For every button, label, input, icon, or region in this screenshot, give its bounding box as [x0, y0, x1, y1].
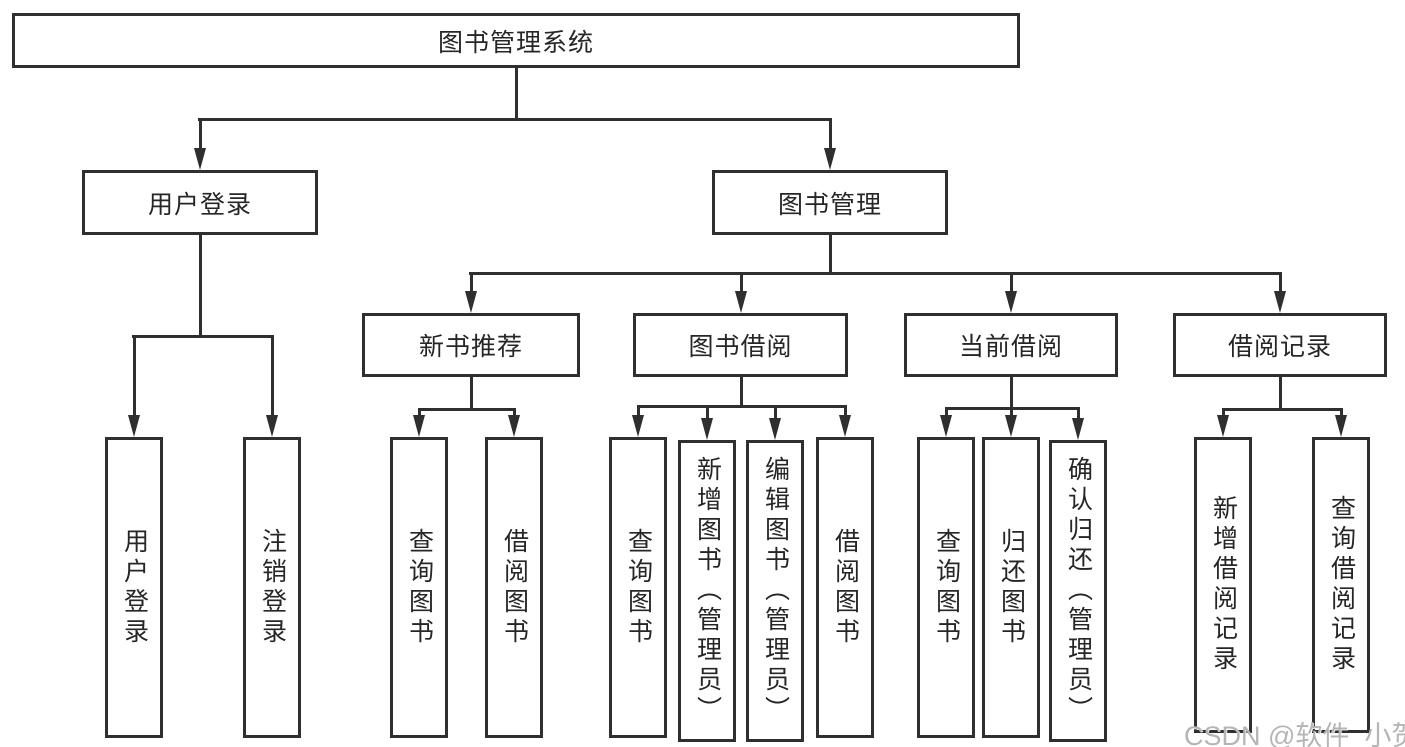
- connector-stem: [1279, 377, 1282, 411]
- connector-user-login-stem: [199, 235, 202, 338]
- connector-vline: [199, 118, 202, 150]
- node-new-book-recommend: 新书推荐: [362, 313, 580, 377]
- arrowhead-down-icon: [824, 148, 836, 170]
- arrowhead-down-icon: [194, 148, 206, 170]
- connector-vline: [844, 405, 847, 417]
- node-book-borrow: 图书借阅: [633, 313, 848, 377]
- node-label: 图书管理系统: [437, 28, 594, 57]
- node-label: 当前借阅: [958, 333, 1063, 361]
- node-label: 新书推荐: [418, 333, 523, 361]
- node-label: 图书借阅: [688, 333, 793, 361]
- leaf-add-borrow-record: 新增借阅记录: [1194, 437, 1252, 733]
- connector-vline: [740, 272, 743, 292]
- arrowhead-down-icon: [266, 415, 278, 437]
- node-label: 图书管理: [777, 190, 882, 219]
- leaf-label: 查询图书: [624, 527, 653, 648]
- leaf-label: 归还图书: [997, 527, 1026, 648]
- arrowhead-down-icon: [701, 418, 713, 440]
- connector-user-login-rail: [132, 335, 274, 338]
- leaf-label: 注销登录: [258, 527, 287, 648]
- arrowhead-down-icon: [1217, 415, 1229, 437]
- connector-vline: [637, 405, 640, 417]
- node-borrow-records: 借阅记录: [1173, 313, 1387, 377]
- connector-vline: [774, 405, 777, 420]
- leaf-user-login: 用户登录: [105, 437, 163, 738]
- connector-book-management-stem: [829, 235, 832, 275]
- watermark-text: CSDN @软件_小贺同学: [1184, 721, 1405, 747]
- leaf-label: 确认归还（管理员）: [1064, 456, 1093, 726]
- leaf-query-books-recommend: 查询图书: [390, 437, 448, 738]
- leaf-borrow-books: 借阅图书: [816, 437, 874, 738]
- arrowhead-down-icon: [632, 415, 644, 437]
- connector-rail: [1222, 408, 1343, 411]
- node-label: 用户登录: [147, 190, 252, 219]
- connector-vline: [470, 272, 473, 292]
- node-user-login: 用户登录: [82, 170, 318, 235]
- leaf-label: 用户登录: [120, 527, 149, 648]
- connector-vline: [1340, 408, 1343, 417]
- leaf-logout-login: 注销登录: [243, 437, 301, 738]
- node-library-management-system: 图书管理系统: [12, 13, 1020, 68]
- arrowhead-down-icon: [1005, 291, 1017, 313]
- connector-vline: [1010, 407, 1013, 417]
- connector-rail: [637, 405, 847, 408]
- connector-stem: [1010, 377, 1013, 410]
- arrowhead-down-icon: [940, 415, 952, 437]
- connector-rail: [418, 408, 516, 411]
- arrowhead-down-icon: [413, 415, 425, 437]
- connector-root-stem: [515, 68, 518, 121]
- arrowhead-down-icon: [508, 415, 520, 437]
- arrowhead-down-icon: [769, 418, 781, 440]
- connector-stem: [470, 377, 473, 411]
- connector-vline: [829, 118, 832, 150]
- connector-vline: [1222, 408, 1225, 417]
- connector-vline: [418, 408, 421, 417]
- connector-level2-rail: [198, 118, 832, 121]
- leaf-label: 借阅图书: [831, 527, 860, 648]
- leaf-query-borrow-record: 查询借阅记录: [1312, 437, 1370, 733]
- node-label: 借阅记录: [1227, 333, 1332, 361]
- leaf-return-book: 归还图书: [982, 437, 1040, 738]
- leaf-query-books-current: 查询图书: [917, 437, 975, 738]
- connector-vline: [271, 335, 274, 417]
- leaf-borrow-books-recommend: 借阅图书: [485, 437, 543, 738]
- node-current-borrow: 当前借阅: [904, 313, 1118, 377]
- leaf-label: 查询图书: [932, 527, 961, 648]
- leaf-label: 借阅图书: [500, 527, 529, 648]
- connector-vline: [1010, 272, 1013, 292]
- connector-vline: [133, 335, 136, 417]
- connector-stem: [740, 377, 743, 408]
- leaf-label: 新增借阅记录: [1209, 495, 1238, 675]
- leaf-label: 查询图书: [405, 527, 434, 648]
- arrowhead-down-icon: [465, 291, 477, 313]
- leaf-label: 新增图书（管理员）: [693, 456, 722, 726]
- arrowhead-down-icon: [1005, 415, 1017, 437]
- connector-level3-rail: [469, 272, 1282, 275]
- connector-vline: [706, 405, 709, 420]
- arrowhead-down-icon: [1335, 415, 1347, 437]
- connector-vline: [945, 407, 948, 417]
- arrowhead-down-icon: [1072, 418, 1084, 440]
- leaf-confirm-return-admin: 确认归还（管理员）: [1049, 440, 1107, 742]
- leaf-label: 编辑图书（管理员）: [761, 456, 790, 726]
- leaf-add-book-admin: 新增图书（管理员）: [678, 440, 736, 742]
- connector-vline: [513, 408, 516, 417]
- arrowhead-down-icon: [839, 415, 851, 437]
- leaf-edit-book-admin: 编辑图书（管理员）: [746, 440, 804, 742]
- arrowhead-down-icon: [735, 291, 747, 313]
- arrowhead-down-icon: [128, 415, 140, 437]
- leaf-query-books-borrow: 查询图书: [609, 437, 667, 738]
- leaf-label: 查询借阅记录: [1327, 495, 1356, 675]
- connector-vline: [1279, 272, 1282, 292]
- connector-vline: [1077, 407, 1080, 420]
- node-book-management: 图书管理: [712, 170, 948, 235]
- arrowhead-down-icon: [1274, 291, 1286, 313]
